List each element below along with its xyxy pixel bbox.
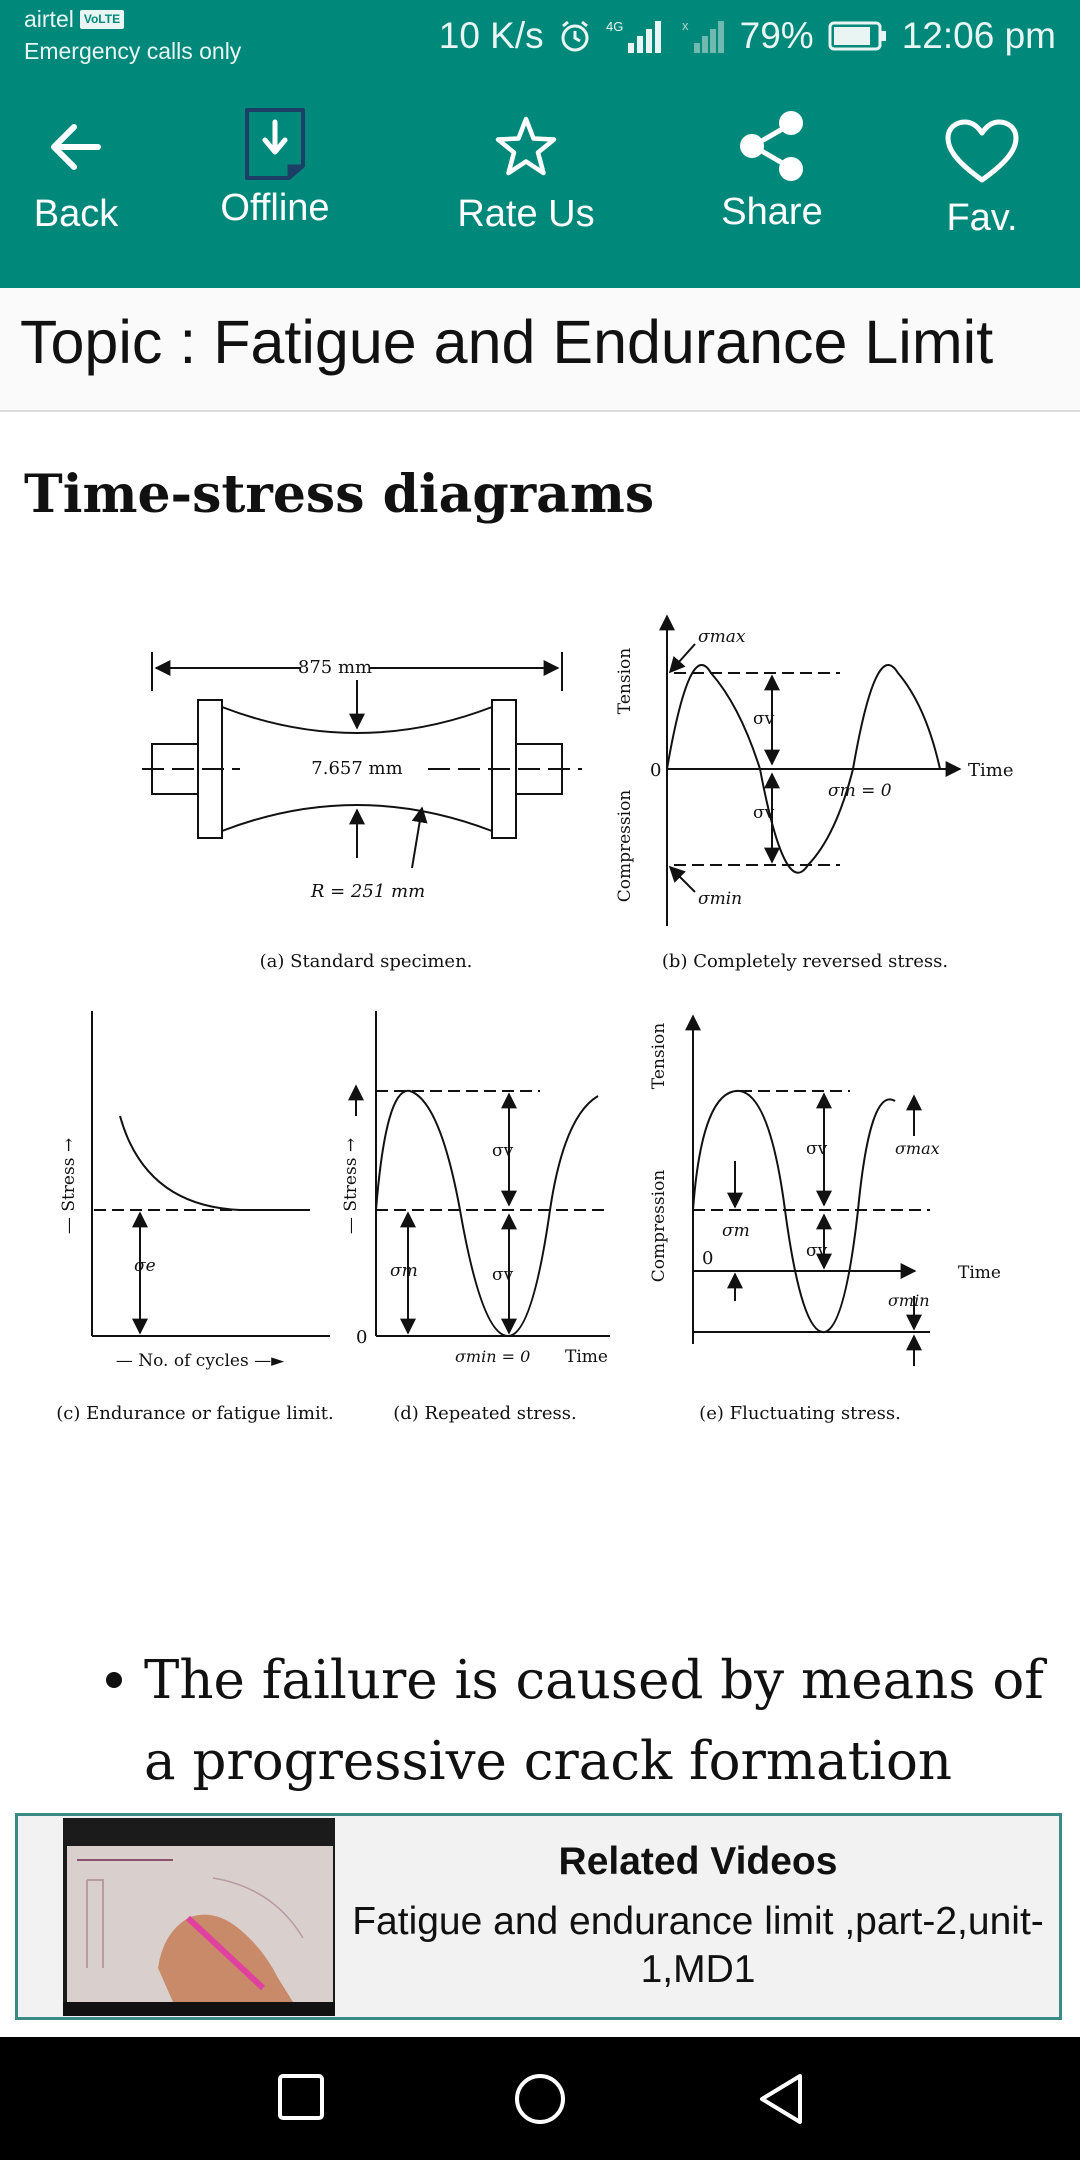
rate-us-button[interactable]: Rate Us (440, 72, 612, 288)
alarm-icon (561, 20, 589, 52)
figure-d-repeated (348, 1011, 610, 1338)
volte-badge: VoLTE (79, 9, 125, 29)
figure-a-dim-mask (300, 660, 370, 676)
related-videos-heading: Related Videos (558, 1840, 838, 1883)
share-icon (740, 111, 803, 181)
figure-e-sigma-v-lower: σv (806, 1241, 828, 1261)
offline-button[interactable]: Offline (200, 72, 350, 288)
navigation-bar (0, 2037, 1080, 2160)
figure-d-caption: (d) Repeated stress. (393, 1403, 576, 1424)
figure-b-sigma-min: σmin (698, 889, 742, 909)
figure-d-sigma-v-upper: σv (492, 1141, 514, 1161)
related-video-title[interactable]: Fatigue and endurance limit ,part-2,unit… (352, 1900, 1044, 1991)
figure-b-sigma-max: σmax (698, 627, 746, 647)
figure-b-reversed (659, 614, 962, 926)
bullet-dot (108, 1676, 110, 1688)
heart-icon (945, 119, 1019, 183)
figure-c-sigma-e: σe (134, 1256, 156, 1276)
figure-b-tension: Tension (615, 648, 635, 714)
figure-c-endurance (91, 1011, 330, 1337)
download-file-icon (245, 108, 305, 180)
figure-d-sigma-m: σm (390, 1261, 418, 1281)
favorite-button[interactable]: Fav. (930, 72, 1034, 288)
figure-c-cycles-label: — No. of cycles —► (116, 1351, 285, 1371)
recent-apps-icon[interactable] (276, 2072, 326, 2122)
figure-b-sigma-v-upper: σv (753, 709, 775, 729)
signal-4g-icon: 4G (606, 19, 661, 53)
rate-us-label: Rate Us (457, 193, 595, 235)
figure-a-specimen (142, 652, 582, 869)
back-label: Back (33, 193, 119, 235)
figure-a-diameter: 7.657 mm (311, 758, 402, 779)
figure-c-caption: (c) Endurance or fatigue limit. (56, 1403, 333, 1424)
carrier: airtel VoLTE (24, 4, 241, 34)
figure-b-caption: (b) Completely reversed stress. (662, 951, 948, 972)
svg-text:4G: 4G (606, 19, 623, 34)
app-toolbar: Back Offline Rate Us Share Fav. (0, 72, 1080, 288)
section-heading: Time-stress diagrams (24, 464, 655, 525)
figure-d-sigma-v-lower: σv (492, 1265, 514, 1285)
topic-header: Topic : Fatigue and Endurance Limit (0, 288, 1080, 412)
figure-b-compression: Compression (615, 790, 635, 903)
status-right: 10 K/s 4G x 79% 12:06 pm (439, 14, 1056, 58)
emergency-text: Emergency calls only (24, 38, 242, 64)
figure-d-stress-label: — Stress → (341, 1138, 361, 1234)
figure-e-sigma-max: σmax (895, 1139, 940, 1158)
figure-e-fluctuating (685, 1014, 930, 1366)
figure-d-time: Time (565, 1347, 608, 1367)
offline-label: Offline (220, 187, 330, 229)
figure-e-zero: 0 (702, 1248, 713, 1269)
carrier-name: airtel (24, 6, 74, 32)
figure-e-tension: Tension (649, 1023, 669, 1089)
related-videos-card[interactable]: Related Videos Fatigue and endurance lim… (15, 1813, 1062, 2020)
figure-d-zero: 0 (356, 1327, 367, 1348)
back-nav-icon[interactable] (756, 2072, 806, 2126)
topic-title: Topic : Fatigue and Endurance Limit (20, 308, 994, 376)
figure-a-caption: (a) Standard specimen. (260, 951, 473, 972)
battery-percent: 79% (739, 15, 814, 56)
signal-no-sim-icon: x (682, 18, 724, 53)
svg-text:x: x (682, 18, 689, 33)
figure-e-compression: Compression (649, 1170, 669, 1283)
clock: 12:06 pm (901, 15, 1056, 56)
figure-b-sigma-v-lower: σv (753, 803, 775, 823)
status-bar: airtel VoLTE Emergency calls only 10 K/s… (0, 0, 1080, 72)
back-button[interactable]: Back (18, 72, 134, 288)
figure-a-radius: R = 251 mm (310, 881, 425, 902)
figure-b-sigma-m: σm = 0 (828, 781, 892, 801)
figure-e-sigma-min: σmin (888, 1291, 930, 1310)
net-speed: 10 K/s (438, 15, 544, 56)
home-icon[interactable] (513, 2072, 567, 2126)
figure-e-sigma-v-upper: σv (806, 1139, 828, 1159)
figure-e-sigma-m: σm (722, 1221, 750, 1241)
figure-e-time: Time (958, 1263, 1001, 1283)
time-stress-diagram: 875 mm 7.657 mm R = 251 mm (a) Standard … (56, 614, 1013, 1424)
figure-b-time: Time (968, 760, 1013, 781)
figure-d-sigma-min: σmin = 0 (455, 1347, 530, 1366)
status-left: airtel VoLTE Emergency calls only (24, 4, 241, 68)
figure-c-stress-label: — Stress → (59, 1138, 79, 1234)
video-thumbnail[interactable] (63, 1818, 335, 2016)
share-button[interactable]: Share (700, 72, 844, 288)
share-label: Share (721, 191, 823, 233)
arrow-left-icon (51, 124, 101, 170)
figure-b-zero: 0 (650, 760, 661, 781)
figure-a-length: 875 mm (298, 657, 372, 678)
favorite-label: Fav. (946, 197, 1018, 239)
battery-icon (828, 21, 886, 51)
figure-e-caption: (e) Fluctuating stress. (699, 1403, 901, 1424)
bullet-marker (106, 1672, 122, 1688)
star-icon (495, 116, 557, 176)
